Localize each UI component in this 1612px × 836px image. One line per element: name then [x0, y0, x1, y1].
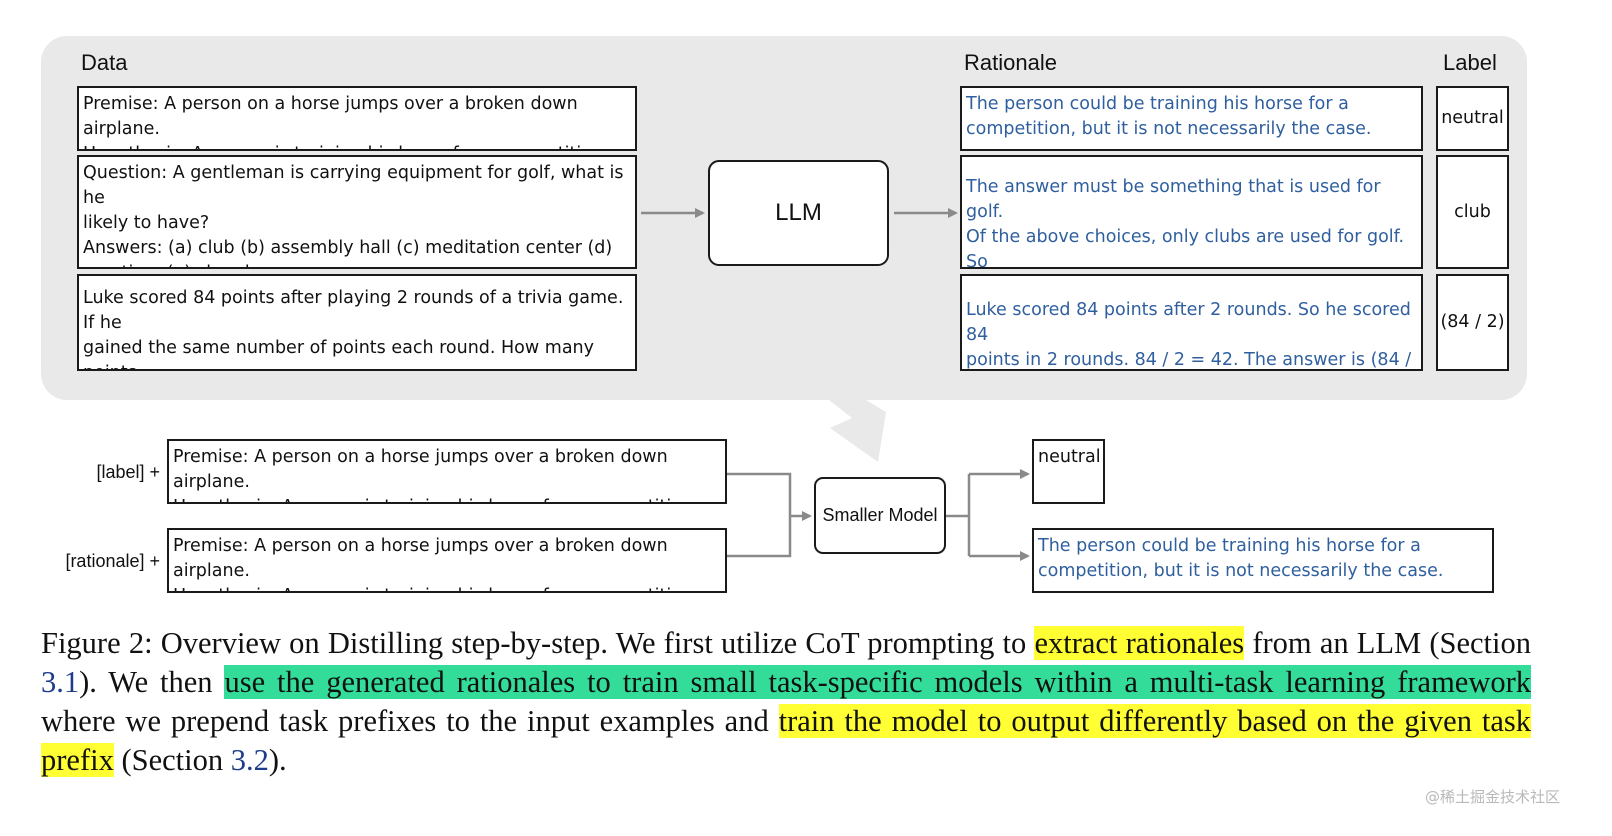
bottom-input-rationale: Premise: A person on a horse jumps over … [167, 528, 727, 593]
llm-label: LLM [775, 199, 822, 226]
smaller-model-label: Smaller Model [822, 505, 938, 525]
label-cqa: club [1436, 155, 1509, 269]
figure-caption: Figure 2: Overview on Distilling step-by… [41, 624, 1532, 780]
label-nli: neutral [1436, 86, 1509, 151]
bottom-output-label: neutral [1032, 439, 1105, 504]
input-math: Luke scored 84 points after playing 2 ro… [77, 274, 637, 371]
caption-text-4: where we prepend task prefixes to the in… [41, 704, 779, 738]
input-cqa: Question: A gentleman is carrying equipm… [77, 155, 637, 269]
bottom-input-label: Premise: A person on a horse jumps over … [167, 439, 727, 504]
prefix-label: [label] + [96, 462, 160, 482]
caption-highlight-extract: extract rationales [1034, 626, 1245, 660]
llm-node: LLM [708, 160, 889, 266]
caption-text-2: from an LLM (Section [1244, 626, 1531, 660]
smaller-model-node: Smaller Model [814, 477, 946, 554]
rationale-header: Rationale [964, 50, 1057, 75]
down-arrow-shape [829, 400, 886, 462]
data-header: Data [81, 50, 128, 75]
caption-ref-3-1[interactable]: 3.1 [41, 665, 80, 699]
watermark: @稀土掘金技术社区 [1424, 788, 1560, 806]
bottom-output-rationale: The person could be training his horse f… [1032, 528, 1494, 593]
caption-ref-3-2[interactable]: 3.2 [230, 743, 269, 777]
caption-text-5: (Section [113, 743, 231, 777]
rationale-cqa: The answer must be something that is use… [960, 155, 1423, 269]
caption-text-3: ). We then [79, 665, 225, 699]
caption-text-1: Figure 2: Overview on Distilling step-by… [41, 626, 1035, 660]
rationale-nli: The person could be training his horse f… [960, 86, 1423, 151]
caption-text-6: ). [268, 743, 287, 777]
input-nli: Premise: A person on a horse jumps over … [77, 86, 637, 151]
label-header: Label [1443, 50, 1497, 75]
caption-highlight-train: use the generated rationales to train sm… [224, 665, 1532, 699]
line-label-input [727, 472, 792, 516]
rationale-math: Luke scored 84 points after 2 rounds. So… [960, 274, 1423, 371]
label-math: (84 / 2) [1436, 274, 1509, 371]
line-rationale-input [727, 516, 792, 558]
prefix-rationale: [rationale] + [65, 551, 160, 571]
